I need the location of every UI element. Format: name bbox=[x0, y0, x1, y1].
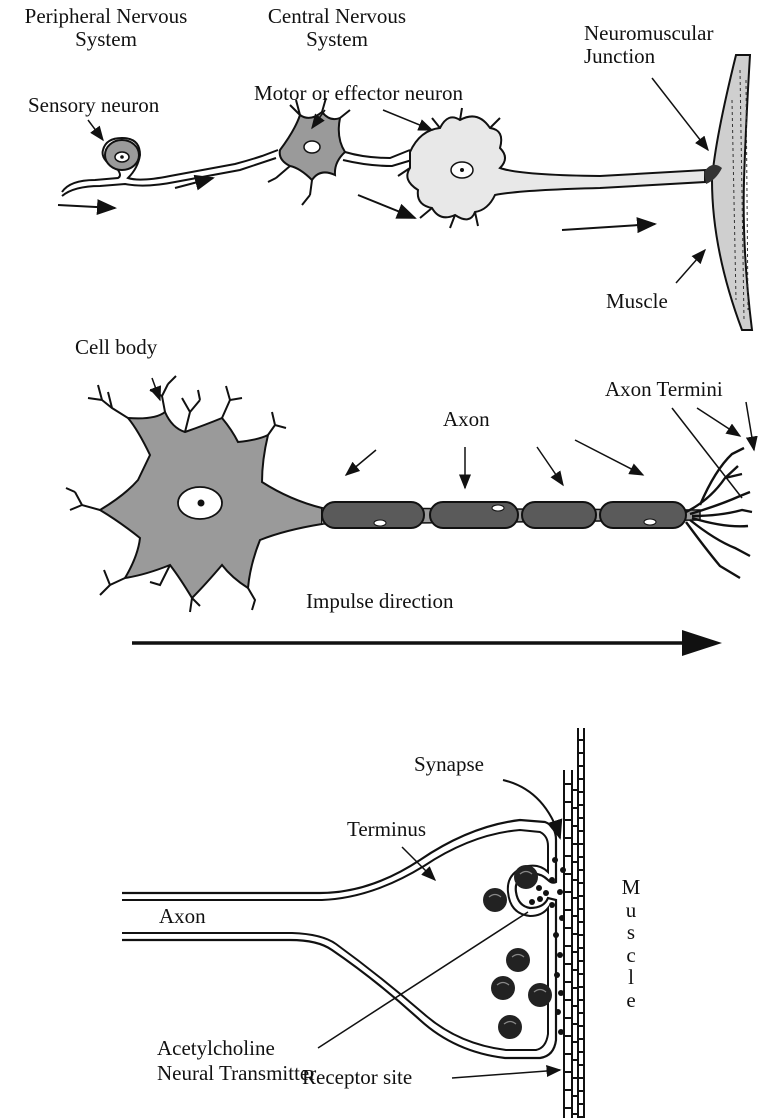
sensory-pointer bbox=[88, 120, 103, 140]
terminus-outer bbox=[122, 820, 556, 1058]
terminus-label: Terminus bbox=[347, 818, 426, 841]
muscle-membrane bbox=[564, 728, 584, 1118]
sensory-neuron bbox=[62, 138, 278, 196]
impulse-arrow-4 bbox=[562, 224, 655, 230]
synapse-label: Synapse bbox=[414, 753, 484, 776]
motor-pointer-2 bbox=[383, 110, 432, 130]
sensory-neuron-label: Sensory neuron bbox=[28, 94, 159, 117]
cell-body-pointer bbox=[152, 378, 160, 400]
synapse-pointer bbox=[503, 780, 560, 838]
muscle-letter: s bbox=[620, 921, 642, 944]
axon-termini-label: Axon Termini bbox=[605, 378, 723, 401]
impulse-direction-label: Impulse direction bbox=[306, 590, 454, 613]
receptor-site-label: Receptor site bbox=[302, 1066, 412, 1089]
pns-label: Peripheral Nervous System bbox=[0, 5, 212, 51]
cell-body-label: Cell body bbox=[75, 336, 157, 359]
muscle-letter: c bbox=[620, 944, 642, 967]
acetylcholine-label: Acetylcholine Neural Transmitter bbox=[157, 1036, 316, 1086]
muscle-letter: l bbox=[620, 966, 642, 989]
muscle-letter: u bbox=[620, 899, 642, 922]
impulse-arrow-1 bbox=[58, 205, 115, 208]
muscle-fiber bbox=[704, 55, 752, 330]
muscle-letter: M bbox=[620, 876, 642, 899]
muscle-pointer bbox=[676, 250, 705, 283]
termini-pointer-3 bbox=[746, 402, 754, 450]
neuromuscular-junction-label: Neuromuscular Junction bbox=[584, 22, 713, 68]
axon-pointer-1 bbox=[346, 450, 376, 475]
motor-neuron-label: Motor or effector neuron bbox=[254, 82, 463, 105]
myelin-sheaths bbox=[322, 502, 686, 528]
motor-neuron bbox=[398, 108, 705, 228]
termini-pointer-2 bbox=[697, 408, 740, 436]
impulse-arrow-3 bbox=[358, 195, 415, 218]
interneuron bbox=[268, 98, 412, 205]
muscle-label: Muscle bbox=[606, 290, 668, 313]
receptor-pointer bbox=[452, 1070, 560, 1078]
vesicles bbox=[483, 865, 552, 1039]
axon-pointer-4 bbox=[575, 440, 643, 475]
nmj-pointer bbox=[652, 78, 708, 150]
muscle-letter: e bbox=[620, 989, 642, 1012]
axon-pointer-3 bbox=[537, 447, 563, 485]
axon-label: Axon bbox=[443, 408, 490, 431]
middle-panel bbox=[66, 376, 754, 656]
bottom-axon-label: Axon bbox=[159, 905, 206, 928]
muscle-vertical-label: M u s c l e bbox=[620, 876, 642, 1011]
cns-label: Central Nervous System bbox=[252, 5, 422, 51]
